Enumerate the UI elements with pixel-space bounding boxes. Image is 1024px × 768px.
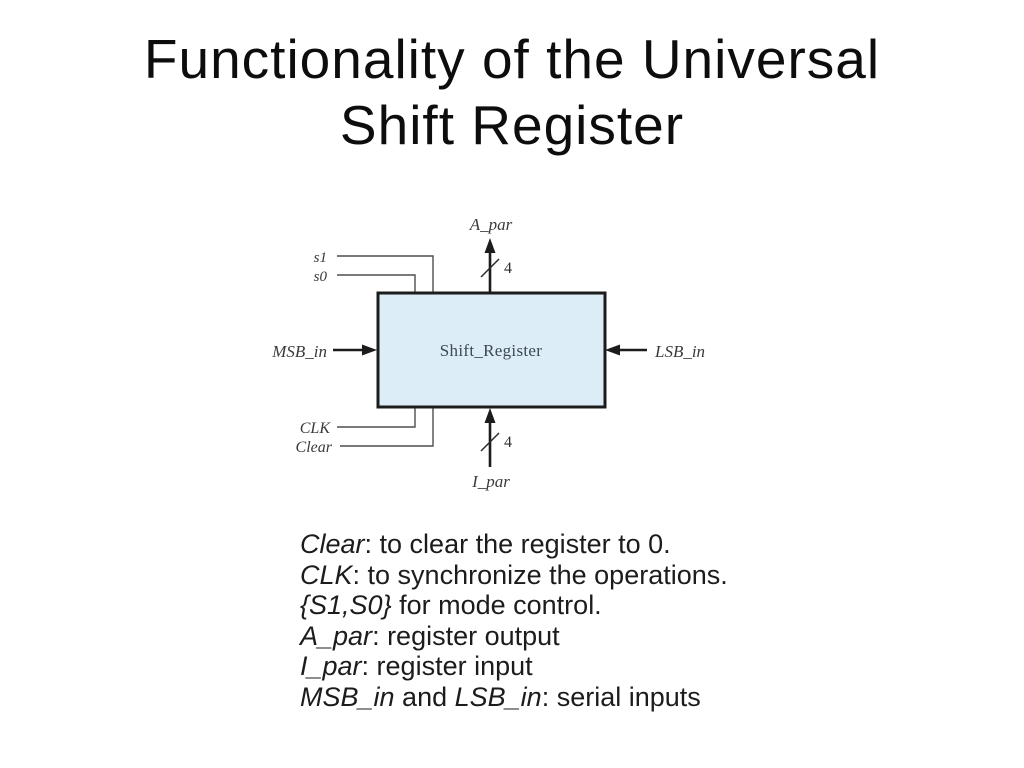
note-term: Clear: [300, 529, 365, 559]
note-term: A_par: [300, 620, 373, 651]
i-par-arrowhead-icon: [484, 408, 496, 423]
note-line-clk: CLK: to synchronize the operations.: [300, 560, 728, 591]
slide-title-line-1: Functionality of the Universal: [143, 28, 881, 90]
clk-label: CLK: [300, 420, 332, 437]
note-term: MSB_in: [300, 681, 395, 712]
note-text: : to synchronize the operations.: [352, 559, 728, 590]
a-par-arrowhead-icon: [484, 238, 496, 253]
note-line-serial: MSB_in and LSB_in: serial inputs: [300, 682, 728, 713]
a-par-bus-width: 4: [504, 260, 512, 277]
note-line-clear: Clear: to clear the register to 0.: [300, 529, 728, 560]
s1-wire: [337, 255, 434, 292]
i-par-bus-slash-icon: [480, 432, 500, 452]
a-par-label: A_par: [469, 215, 513, 234]
shift-register-diagram: Shift_Register 4 A_par 4 I_par MSB_in LS…: [271, 215, 705, 491]
note-text: : register output: [372, 620, 560, 651]
shift-register-block-label: Shift_Register: [440, 341, 542, 360]
s0-wire: [337, 274, 416, 292]
note-text: : register input: [361, 651, 533, 681]
lsb-in-label: LSB_in: [654, 342, 705, 361]
slide-title-line-2: Shift Register: [339, 94, 685, 156]
clk-wire: [337, 408, 416, 428]
note-line-a-par: A_par: register output: [300, 621, 728, 652]
note-line-mode: {S1,S0} for mode control.: [300, 590, 728, 621]
i-par-bus-width: 4: [504, 434, 512, 451]
note-term: I_par: [300, 651, 362, 681]
note-text: : to clear the register to 0.: [364, 529, 671, 559]
slide-title: Functionality of the Universal Shift Reg…: [0, 26, 1024, 158]
clear-label: Clear: [296, 439, 333, 456]
note-text: and: [394, 681, 455, 712]
note-term: LSB_in: [454, 681, 542, 712]
note-text: for mode control.: [391, 590, 602, 620]
lsb-in-arrowhead-icon: [605, 344, 620, 356]
i-par-label: I_par: [471, 472, 510, 491]
msb-in-label: MSB_in: [271, 342, 327, 361]
note-text: : serial inputs: [541, 681, 701, 712]
note-term: {S1,S0}: [300, 590, 392, 620]
a-par-bus-slash-icon: [480, 258, 500, 278]
note-term: CLK: [300, 559, 353, 590]
note-line-i-par: I_par: register input: [300, 651, 728, 682]
clear-wire: [340, 408, 434, 447]
msb-in-arrowhead-icon: [362, 344, 377, 356]
s0-label: s0: [314, 269, 328, 285]
notes-list: Clear: to clear the register to 0. CLK: …: [300, 529, 728, 712]
s1-label: s1: [314, 250, 327, 266]
